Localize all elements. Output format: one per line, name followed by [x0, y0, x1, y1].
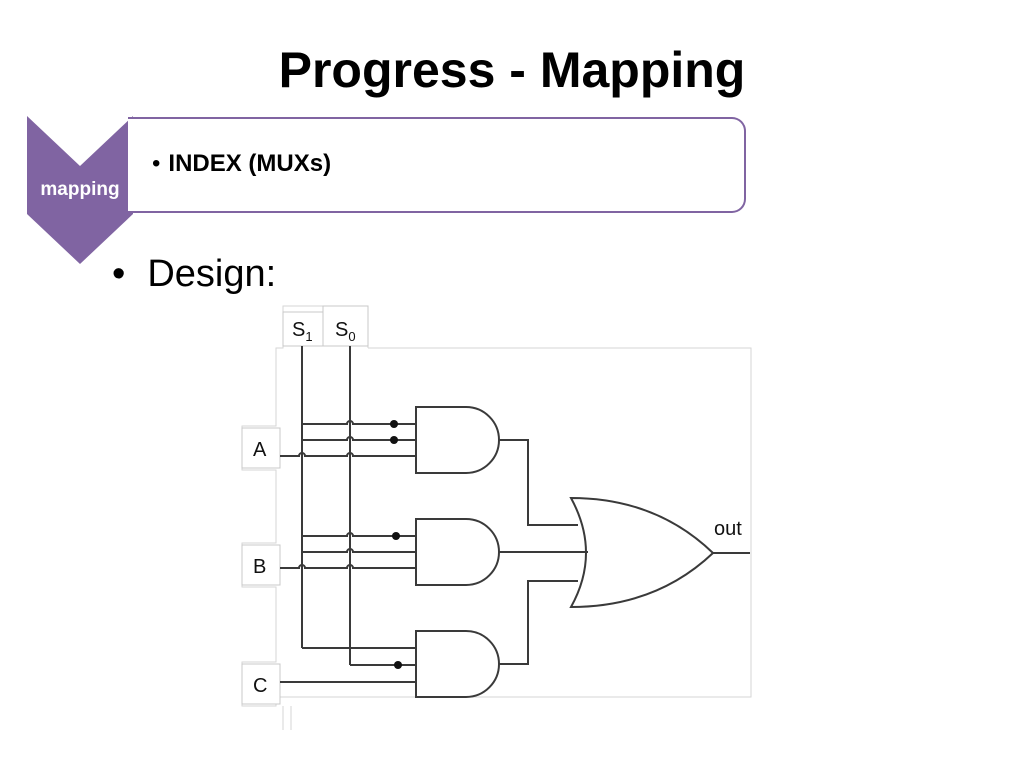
slide-title: Progress - Mapping [278, 42, 746, 98]
progress-stage-chevron: mapping [27, 116, 133, 266]
bullet-icon: • [112, 253, 126, 295]
chevron-stage-label: mapping [40, 179, 120, 200]
input-b-label: B [253, 556, 266, 578]
output-label: out [714, 518, 742, 540]
s1-label: S1 [292, 319, 313, 344]
mux-circuit-diagram: S1 S0 A B C out [236, 300, 766, 740]
c-terminal-box [241, 663, 281, 705]
b-terminal-box [241, 544, 281, 586]
s0-terminal-box [322, 305, 369, 347]
content-bullet: • Design: [112, 252, 276, 296]
s1-terminal-box [282, 311, 324, 347]
input-a-label: A [253, 439, 267, 461]
terminal-boxes [241, 305, 369, 705]
stage-item-text: INDEX (MUXs) [168, 150, 332, 177]
stage-details-box: • INDEX (MUXs) [128, 117, 746, 213]
chevron-shape [27, 116, 133, 264]
circuit-labels: S1 S0 A B C out [253, 319, 742, 697]
diagram-frame [241, 305, 752, 730]
input-c-label: C [253, 675, 267, 697]
stage-item: • INDEX (MUXs) [152, 149, 331, 179]
a-terminal-box [241, 427, 281, 469]
circuit-wires [280, 346, 750, 698]
bullet-icon: • [152, 150, 161, 177]
s0-label: S0 [335, 319, 356, 344]
content-bullet-text: Design: [147, 253, 277, 295]
junction-dots [390, 420, 402, 669]
circuit-svg: S1 S0 A B C out [241, 305, 752, 730]
